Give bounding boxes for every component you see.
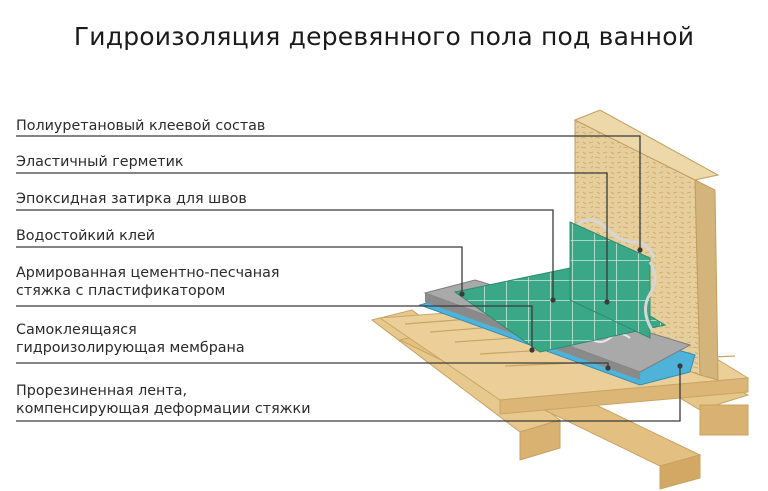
label-line: компенсирующая деформации стяжки [16, 401, 311, 417]
leader-dot [529, 347, 535, 353]
leader-dot [459, 291, 465, 297]
leader-elastic-sealant [16, 172, 608, 302]
leader-dot [605, 365, 611, 371]
leader-reinforced-screed [16, 305, 533, 350]
page-title: Гидроизоляция деревянного пола под ванно… [73, 22, 695, 51]
label-line: Самоклеящаяся [16, 322, 137, 338]
label-line: стяжка с пластификатором [16, 283, 226, 299]
leader-endpoints [459, 247, 683, 371]
label-line: Полиуретановый клеевой состав [16, 118, 266, 134]
label-line: Эпоксидная затирка для швов [16, 191, 247, 207]
leader-dot [604, 299, 610, 305]
leader-dot [550, 297, 556, 303]
label-rubberized-tape: Прорезиненная лента, компенсирующая дефор… [16, 382, 310, 418]
label-elastic-sealant: Эластичный герметик [16, 153, 184, 171]
label-line: Водостойкий клей [16, 228, 156, 244]
label-line: Армированная цементно-песчаная [16, 265, 280, 281]
label-polyurethane-adhesive: Полиуретановый клеевой состав [16, 117, 265, 135]
leader-lines [16, 135, 681, 422]
label-epoxy-grout: Эпоксидная затирка для швов [16, 190, 247, 208]
label-waterproof-glue: Водостойкий клей [16, 227, 155, 245]
label-line: Прорезиненная лента, [16, 383, 187, 399]
leader-dot [637, 247, 643, 253]
wall-tiles [569, 218, 657, 339]
floor-tiles [453, 267, 667, 353]
leader-epoxy-grout [16, 209, 554, 300]
label-self-adhesive-membrane: Самоклеящаяся гидроизолирующая мембрана [16, 321, 245, 357]
leader-waterproof-glue [16, 246, 463, 294]
leader-dot [677, 363, 683, 369]
leader-rubberized-tape [16, 366, 681, 422]
label-reinforced-screed: Армированная цементно-песчаная стяжка с п… [16, 264, 280, 300]
label-line: Эластичный герметик [16, 154, 184, 170]
leader-polyurethane-adhesive [16, 135, 641, 250]
label-line: гидроизолирующая мембрана [16, 340, 245, 356]
